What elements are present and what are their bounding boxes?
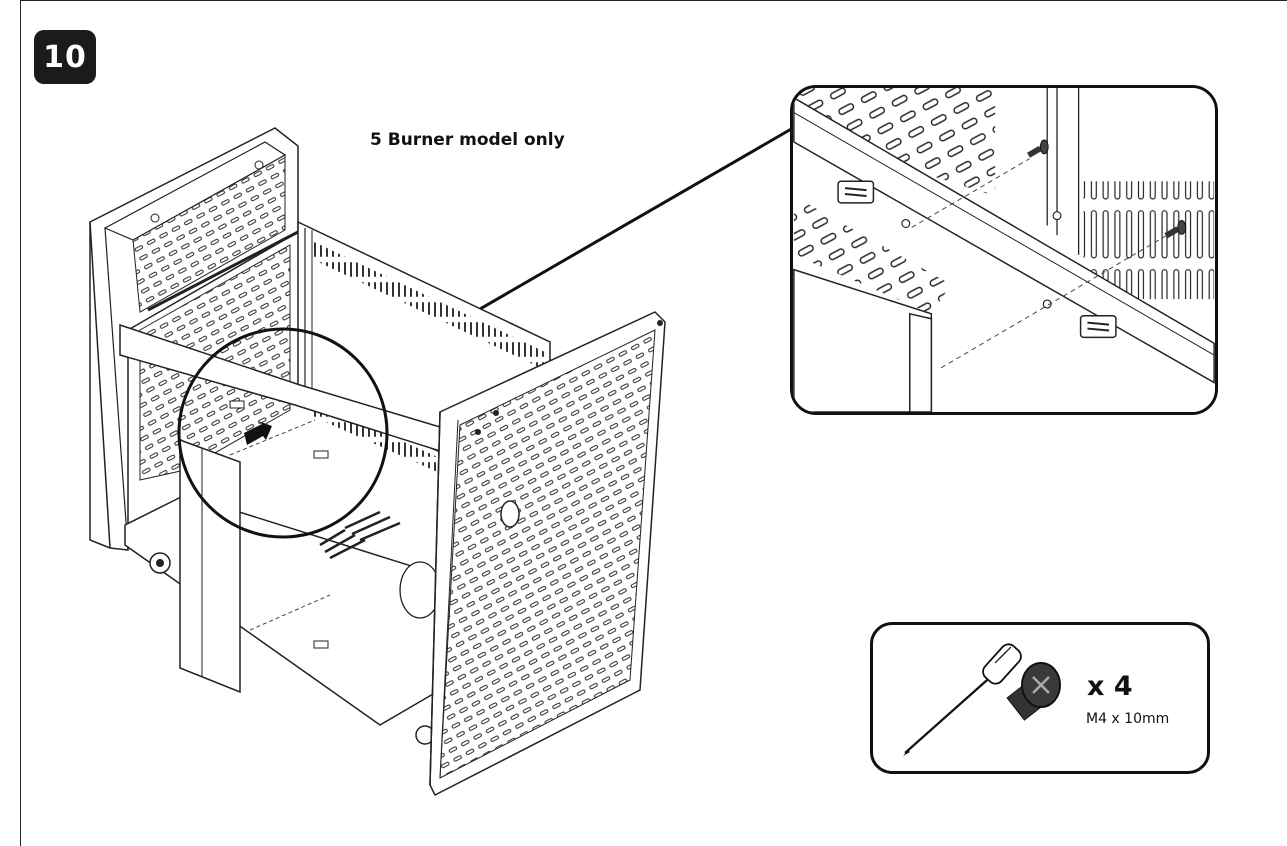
detail-callout — [790, 85, 1218, 415]
right-side-panel — [429, 311, 666, 797]
screw-icon — [1164, 220, 1187, 239]
step-number-badge: 10 — [34, 30, 96, 84]
bottom-shelf — [124, 494, 441, 745]
front-left-leg — [179, 438, 241, 694]
screwdriver-icon — [903, 643, 1022, 756]
hardware-quantity: x 4 — [1087, 671, 1133, 702]
detail-illustration — [793, 88, 1215, 412]
page-frame — [20, 0, 1287, 846]
hardware-illustration — [903, 643, 1061, 756]
zoom-circle — [177, 327, 389, 539]
insert-arrow-icon — [244, 421, 272, 445]
screw-icon — [1027, 139, 1049, 158]
hardware-spec: M4 x 10mm — [1086, 711, 1170, 727]
screw-icon — [1006, 662, 1061, 721]
model-note: 5 Burner model only — [370, 130, 565, 150]
hardware-box: x 4 M4 x 10mm — [870, 622, 1210, 774]
left-side-panel — [89, 127, 299, 551]
